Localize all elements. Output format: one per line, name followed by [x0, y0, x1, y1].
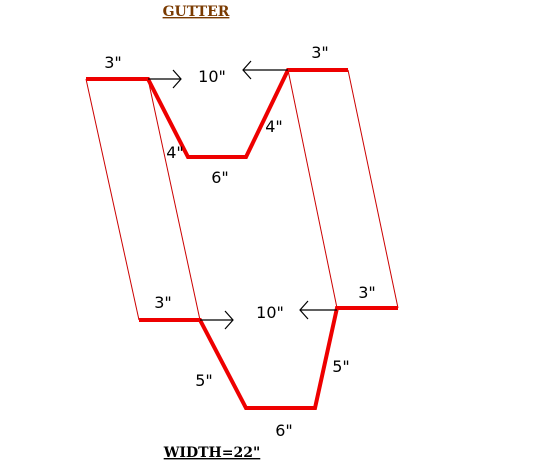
top-opening-arrow-right: [148, 69, 182, 89]
bottom-bottom-label: 6": [275, 421, 293, 440]
bottom-opening-label: 10": [256, 303, 284, 322]
diagram-title: GUTTER: [163, 4, 230, 20]
extrusion-line-left-outer: [85, 78, 140, 321]
bottom-left-side-label: 5": [195, 371, 213, 390]
bottom-right-side-label: 5": [332, 357, 350, 376]
bottom-left-flange-label: 3": [154, 293, 172, 312]
top-gutter-profile: [86, 68, 348, 159]
bottom-opening-arrow-right: [200, 310, 234, 330]
extrusion-line-left-inner: [147, 78, 201, 321]
top-opening-label: 10": [198, 67, 226, 86]
top-right-flange-label: 3": [311, 43, 329, 62]
bottom-opening-arrow-left: [299, 300, 337, 320]
top-right-side-label: 4": [265, 117, 283, 136]
top-opening-arrow-left: [242, 60, 288, 80]
top-left-flange-label: 3": [104, 53, 122, 72]
extrusion-line-right-outer: [347, 69, 399, 309]
extrusion-lines: [85, 69, 399, 321]
top-left-side-label: 4": [166, 143, 184, 162]
bottom-gutter-profile: [139, 306, 398, 410]
extrusion-line-right-inner: [287, 69, 338, 309]
width-caption: WIDTH=22": [163, 445, 261, 461]
top-bottom-label: 6": [211, 168, 229, 187]
dimension-arrows: [148, 60, 337, 330]
bottom-right-flange-label: 3": [358, 283, 376, 302]
